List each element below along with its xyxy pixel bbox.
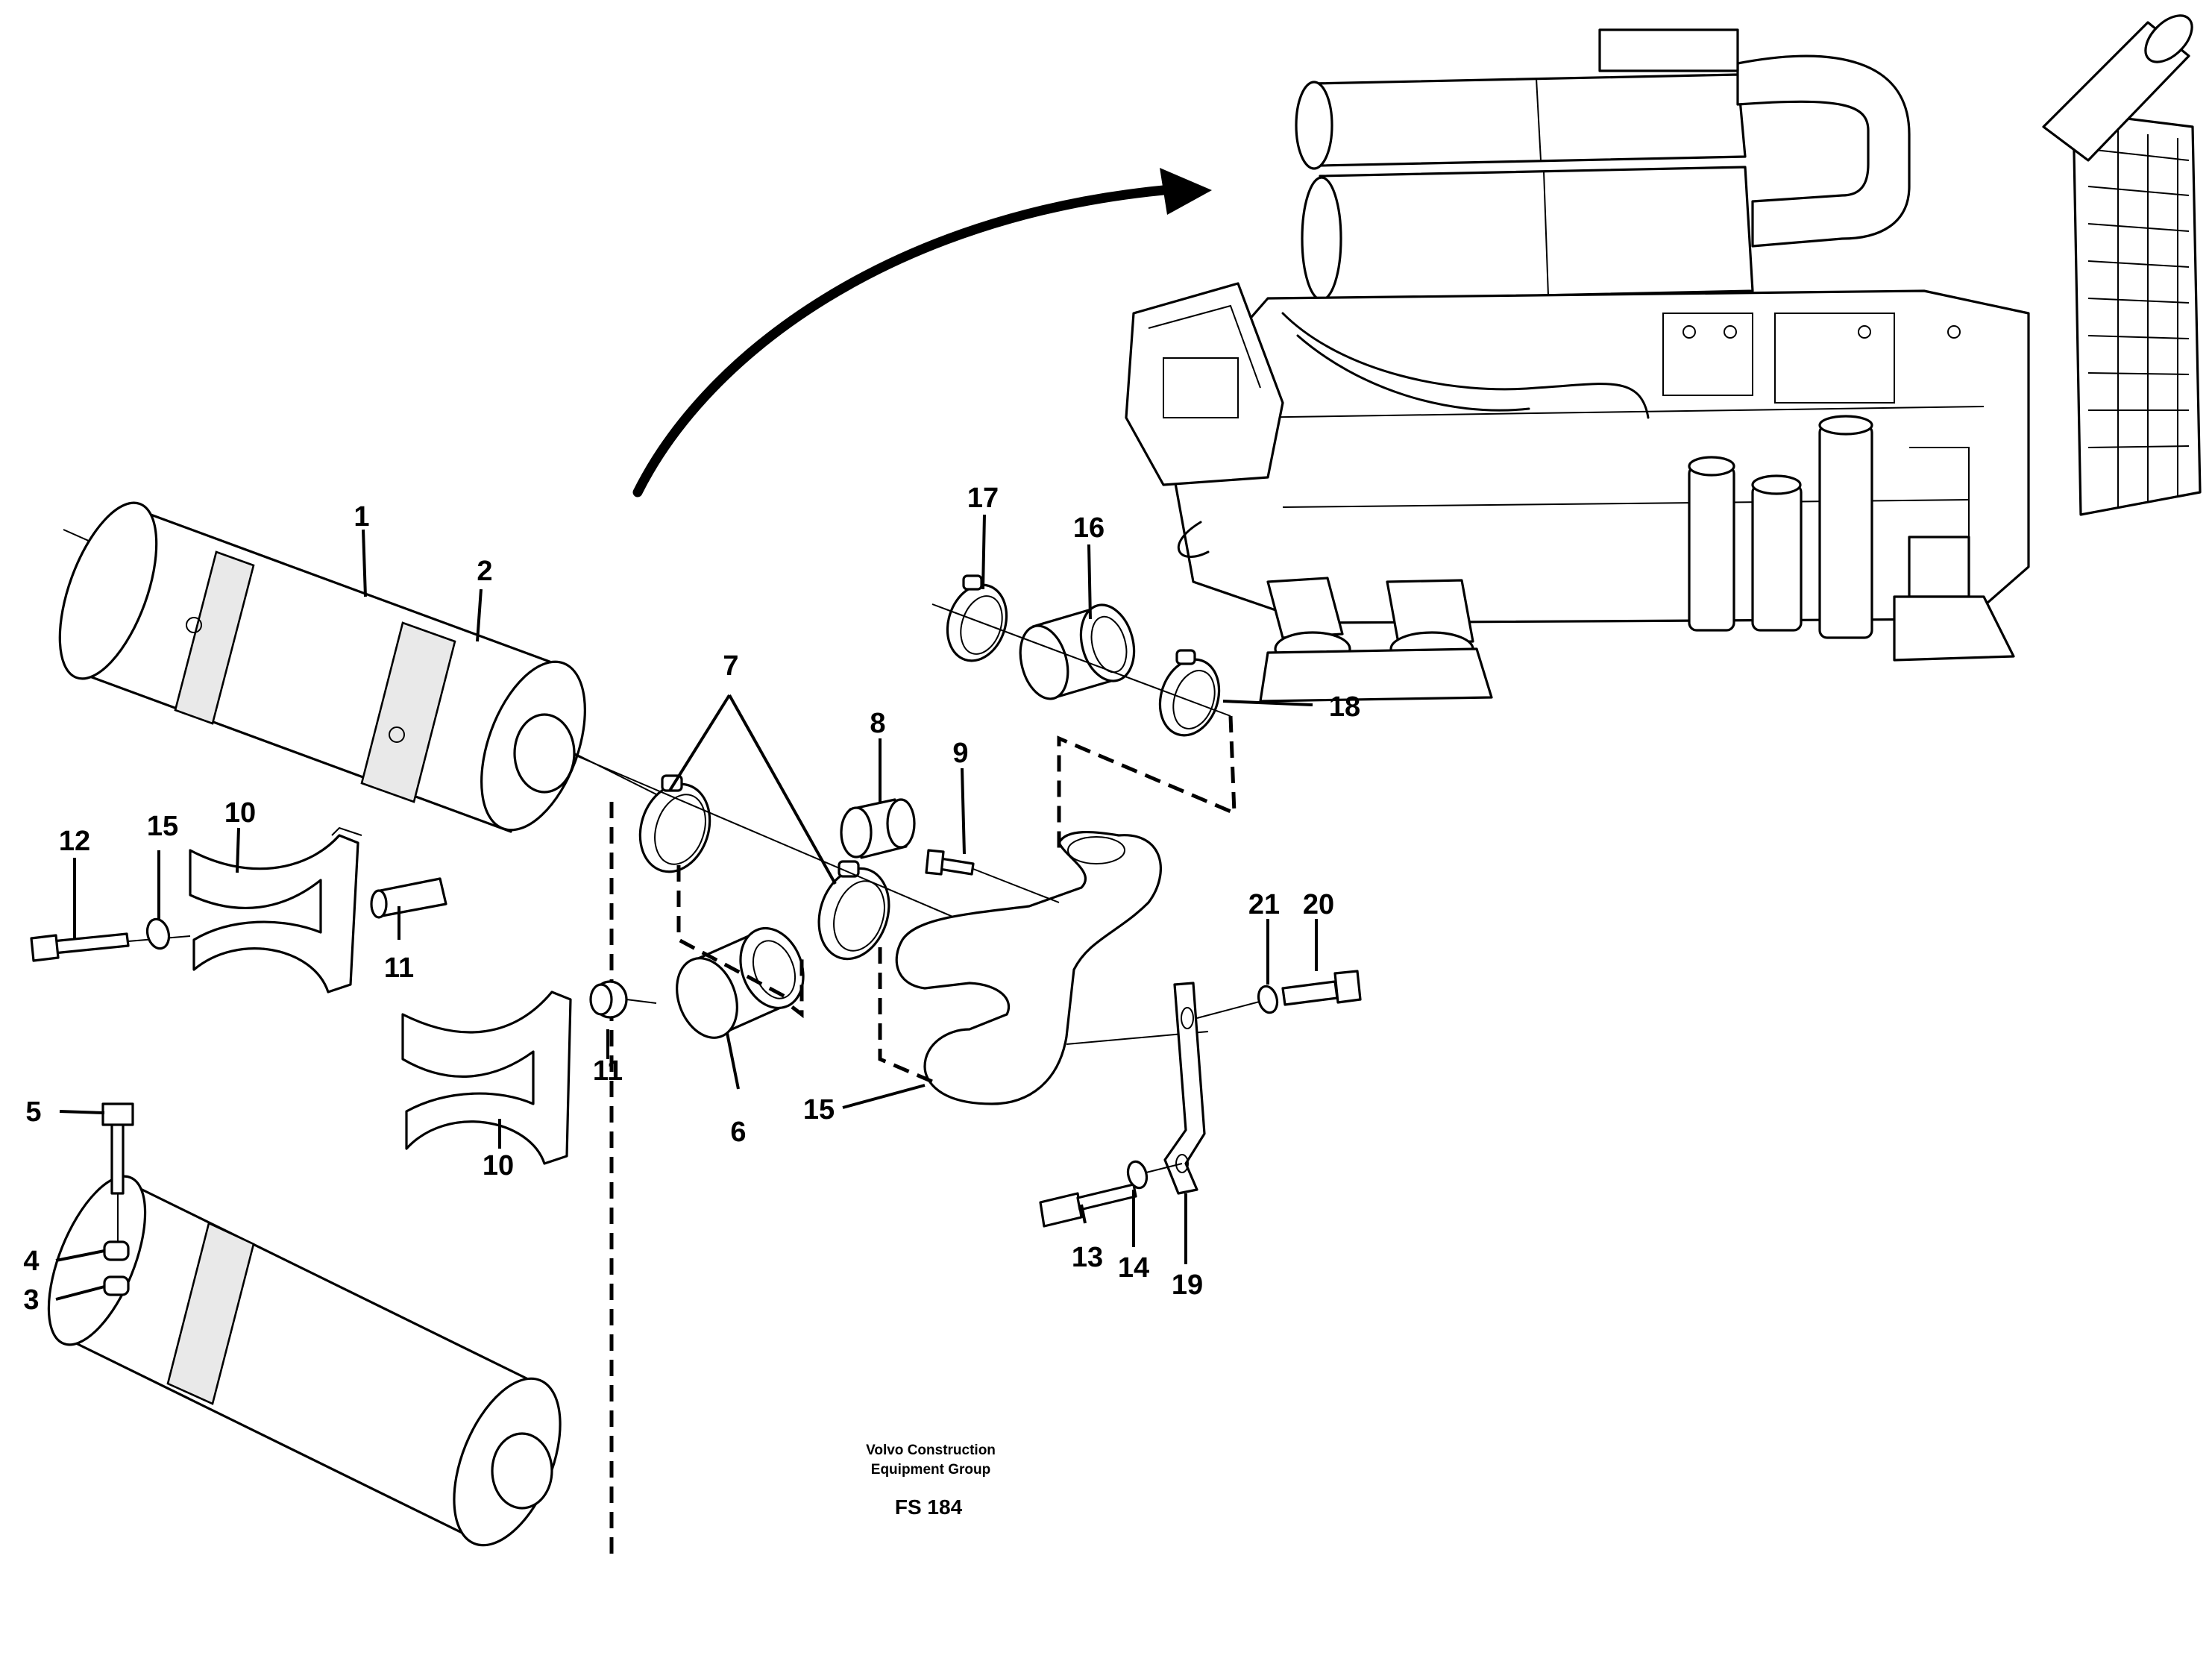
callout-10-lower: 10 [483,1150,514,1181]
callout-15-washer: 15 [147,811,178,842]
alignment-dashed-line-clamps [676,865,804,1019]
clamp-upper-part-7 [638,774,711,873]
callout-10-upper: 10 [224,797,256,829]
callout-8: 8 [870,708,885,739]
lower-muffler-part [47,1102,562,1547]
callout-21: 21 [1248,889,1280,920]
callout-9: 9 [952,738,968,769]
callout-20: 20 [1303,889,1334,920]
washer-part-15 [145,917,171,950]
company-name-line1: Volvo Construction [866,1443,996,1458]
brace-part-19 [1163,982,1206,1195]
cap-part-8 [840,798,916,859]
callout-11-upper: 11 [384,952,414,984]
callout-11-lower: 11 [593,1055,623,1087]
callout-7: 7 [723,650,738,682]
sleeve-part-6 [676,926,805,1039]
bushing-upper-part-11 [370,877,447,919]
curved-pointer-arrow [632,168,1212,497]
upper-muffler-part-1 [58,501,709,833]
radiator-grid-pattern [2087,131,2190,507]
sleeve-part-16 [1019,603,1136,700]
callout-4: 4 [23,1246,39,1277]
brace-axis-line-upper [1196,999,1269,1019]
callout-5: 5 [25,1096,41,1128]
bolt-part-13 [1039,1183,1137,1228]
y-pipe-part-15 [895,831,1209,1105]
callout-17: 17 [967,483,999,514]
alignment-dashed-line-right [1057,715,1237,850]
callout-6: 6 [730,1117,746,1148]
callout-16: 16 [1073,512,1105,544]
figure-code: FS 184 [895,1495,963,1519]
washer-part-21 [1257,985,1279,1014]
company-name-line2: Equipment Group [871,1462,990,1478]
connection-axis-line [931,603,1231,717]
callout-14: 14 [1118,1252,1149,1284]
bolt-part-20 [1281,970,1362,1006]
bracket-upper-part-10 [189,826,362,993]
bushing-lower-part-11 [589,980,657,1019]
callout-1: 1 [354,501,369,533]
callout-13: 13 [1072,1242,1103,1273]
callout-leader-lines [55,514,1318,1301]
callout-labels: 1 2 7 8 9 10 11 12 15 11 10 6 15 5 4 3 1… [23,483,1360,1316]
clamp-part-18 [1158,649,1221,737]
bolt-part-12 [30,932,191,962]
nipple-part-9 [925,849,1060,903]
callout-15-pipe: 15 [803,1094,835,1126]
alignment-dashed-line-ypipe [878,947,933,1084]
footer: Volvo Construction Equipment Group FS 18… [866,1443,996,1519]
engine-assembly-illustration [1125,14,2202,703]
bracket-lower-part-10 [401,991,572,1165]
clamp-lower-part-7 [817,860,890,961]
clamp-part-17 [946,574,1008,662]
callout-18: 18 [1329,691,1360,723]
callout-3: 3 [23,1284,39,1316]
brace-axis-line-lower [1146,1163,1183,1173]
callout-2: 2 [477,556,492,587]
callout-12: 12 [59,826,90,857]
callout-19: 19 [1172,1269,1203,1301]
washer-part-14 [1126,1160,1149,1190]
